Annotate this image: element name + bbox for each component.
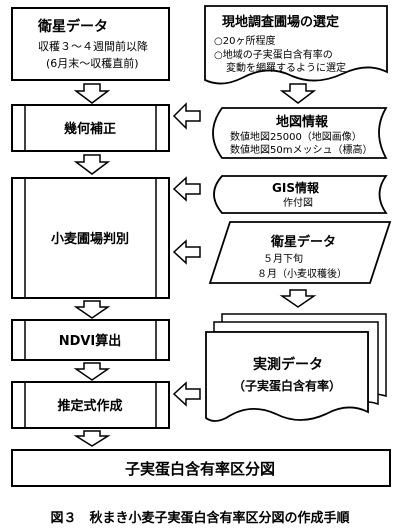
survey-line2: ○地域の子実蛋白含有率の <box>214 48 333 61</box>
left-arrow-icon <box>172 102 201 130</box>
survey-line3: 変動を網羅するように選定 <box>226 61 346 74</box>
down-arrow-icon <box>73 430 111 447</box>
map-info-line2: 数値地図50mメッシュ（標高） <box>230 143 372 156</box>
map-info-storage: 地図情報 数値地図25000（地図画像） 数値地図50mメッシュ（標高） <box>212 107 388 159</box>
gis-info-storage: GIS情報 作付図 <box>213 175 388 214</box>
down-arrow-icon <box>279 83 317 104</box>
satellite-input-line2: ８月（小麦収穫後） <box>257 267 347 280</box>
ndvi-label: NDVI算出 <box>59 333 122 349</box>
geometric-correction-label: 幾何補正 <box>64 121 116 137</box>
geometric-correction-box: 幾何補正 <box>11 104 170 152</box>
down-arrow-icon <box>279 289 317 308</box>
wheat-field-discrimination-label: 小麦圃場判別 <box>51 231 129 247</box>
map-info-title: 地図情報 <box>276 114 329 130</box>
protein-map-box: 子実蛋白含有率区分図 <box>11 449 391 487</box>
satellite-data-title: 衛星データ <box>37 18 108 35</box>
satellite-input-title: 衛星データ <box>270 234 336 250</box>
wheat-field-discrimination-box: 小麦圃場判別 <box>11 177 170 299</box>
gis-info-title: GIS情報 <box>272 180 320 195</box>
map-info-line1: 数値地図25000（地図画像） <box>230 130 362 143</box>
satellite-data-line1: 収穫３～４週間前以降 <box>38 39 148 53</box>
satellite-input-line1: ５月下旬 <box>263 252 303 265</box>
satellite-data-box: 衛星データ 収穫３～４週間前以降 (6月末～収穫直前) <box>11 7 170 81</box>
down-arrow-icon <box>73 83 111 104</box>
left-arrow-icon <box>172 176 201 202</box>
protein-map-label: 子実蛋白含有率区分図 <box>125 460 275 478</box>
survey-title: 現地調査圃場の選定 <box>222 14 339 30</box>
gis-info-line1: 作付図 <box>283 196 313 209</box>
figure-caption: 図３ 秋まき小麦子実蛋白含有率区分図の作成手順 <box>50 510 350 526</box>
down-arrow-icon <box>73 154 111 175</box>
estimation-formula-box: 推定式作成 <box>11 381 170 429</box>
measured-data-documents: 実測データ （子実蛋白含有率） <box>205 313 387 422</box>
estimation-formula-label: 推定式作成 <box>57 398 122 414</box>
ndvi-box: NDVI算出 <box>11 319 170 361</box>
left-arrow-icon <box>172 381 201 407</box>
measured-data-line1: （子実蛋白含有率） <box>233 378 341 393</box>
down-arrow-icon <box>73 300 111 319</box>
satellite-data-input: 衛星データ ５月下旬 ８月（小麦収穫後） <box>208 221 392 284</box>
survey-line1: ○20ヶ所程度 <box>214 34 275 47</box>
satellite-data-line2: (6月末～収穫直前) <box>46 56 139 70</box>
down-arrow-icon <box>73 362 111 381</box>
measured-data-title: 実測データ <box>253 356 323 373</box>
survey-selection-document: 現地調査圃場の選定 ○20ヶ所程度 ○地域の子実蛋白含有率の 変動を網羅するよう… <box>204 5 388 85</box>
left-arrow-icon <box>172 239 201 265</box>
